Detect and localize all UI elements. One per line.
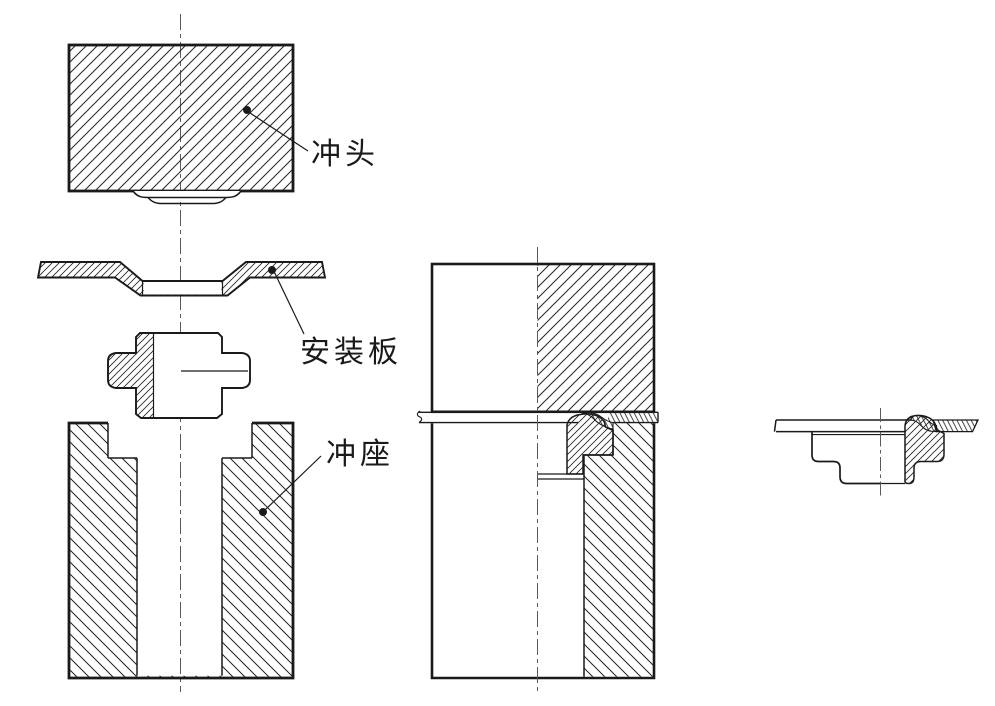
exploded-view: 冲头 安装板 冲座 [36,14,402,692]
punch-head-nose-fill [133,191,241,198]
plate-edge-lines [419,411,659,424]
mounting-plate-section [36,261,327,297]
plate-hatch-right [608,412,658,423]
label-mounting-plate: 安装板 [300,336,402,369]
punch-head-section [67,43,295,205]
seat-bore-edges [583,428,614,677]
plate-break-symbol [416,410,423,424]
riveted-subassembly-view [773,408,980,497]
punch-seat-outline [67,421,295,680]
detail-plate-hatch-right [932,419,980,433]
seat-outline [430,423,656,680]
punch-head-nose-outer [132,190,242,199]
assembled-punch-insert [537,413,614,480]
leader-line-mounting-plate [273,272,305,335]
leader-dot-punch-seat [259,508,267,516]
detail-plate-lines [773,419,912,433]
mounting-plate-hole-fill [143,282,222,295]
leader-line-punch-seat [265,455,322,510]
punch-insert-bottom-lines [537,473,584,480]
leader-dot-mounting-plate [268,266,276,274]
annotations: 冲头 安装板 冲座 [243,106,402,516]
assembled-seat [430,422,656,680]
punch-insert-hatch [107,332,155,419]
punch-seat-bore-edges [107,423,253,676]
punch-seat-hatch [69,423,293,678]
punch-seat-section [67,421,295,680]
mounting-plate-hole-edges [140,280,228,297]
leader-dot-punch-head [243,106,251,114]
detail-punch-section-hatch [904,414,945,485]
punch-insert-section [107,332,251,419]
upper-block-hatch [537,264,654,412]
label-punch-head: 冲头 [311,138,379,171]
detail-punch-exterior [811,431,881,485]
seat-hatch [584,422,654,677]
punch-head-outline [67,43,295,193]
punch-insert-riveted-hatch [566,413,614,475]
punch-head-nose-inner [147,197,227,205]
leader-line-punch-head [249,112,309,152]
label-punch-seat: 冲座 [326,438,394,471]
assembled-section-view [416,247,659,692]
